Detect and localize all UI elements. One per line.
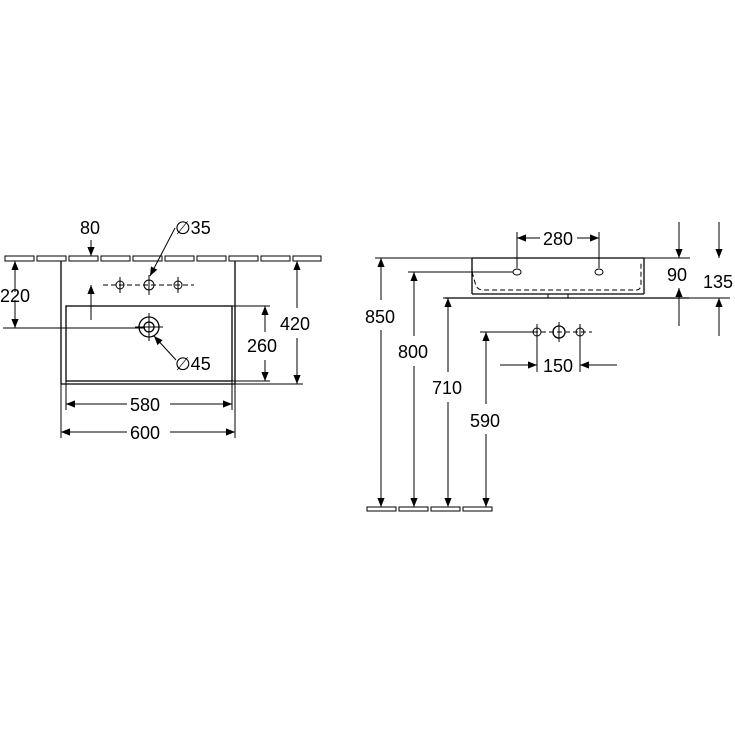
top-view: 80 ∅35 220 420 260 — [0, 218, 322, 443]
dim-850-label: 850 — [365, 307, 395, 327]
dim-710-label: 710 — [432, 378, 462, 398]
dim-420: 420 — [235, 261, 310, 385]
dim-90-label: 90 — [667, 265, 687, 285]
dim-90: 90 — [644, 222, 690, 326]
dim-dia45-label: ∅45 — [175, 354, 211, 374]
basin-top-outline — [60, 261, 236, 385]
tap-hole-icons — [103, 275, 194, 295]
dim-260: 260 — [232, 305, 277, 382]
dim-dia35-label: ∅35 — [175, 218, 211, 238]
wall-outline — [4, 255, 322, 262]
dim-220: 220 — [0, 261, 145, 329]
dim-80: 80 — [80, 218, 100, 320]
dim-590-label: 590 — [470, 411, 500, 431]
dim-dia45: ∅45 — [153, 335, 211, 374]
dim-580-label: 580 — [130, 395, 160, 415]
side-tap-hole-icons — [512, 268, 604, 276]
dim-280-label: 280 — [543, 229, 573, 249]
dim-135: 135 — [689, 222, 733, 336]
dim-590: 590 — [470, 331, 533, 507]
drain-icon — [135, 313, 163, 341]
dim-600: 600 — [60, 384, 236, 443]
side-view: 280 90 135 850 800 — [365, 222, 733, 512]
dim-150-label: 150 — [543, 356, 573, 376]
dim-260-label: 260 — [247, 336, 277, 356]
dim-800: 800 — [398, 271, 513, 507]
dim-420-label: 420 — [280, 314, 310, 334]
dim-710: 710 — [432, 297, 548, 507]
dim-80-label: 80 — [80, 218, 100, 238]
dim-135-label: 135 — [703, 272, 733, 292]
floor-outline — [366, 506, 493, 512]
dim-600-label: 600 — [130, 423, 160, 443]
wall-connection-icons — [525, 322, 592, 342]
basin-side-outline — [445, 257, 689, 299]
dim-850: 850 — [365, 257, 472, 507]
dim-220-label: 220 — [0, 286, 30, 306]
dim-dia35: ∅35 — [149, 218, 211, 277]
dim-280: 280 — [516, 229, 600, 268]
dim-580: 580 — [65, 381, 233, 415]
dim-800-label: 800 — [398, 342, 428, 362]
dim-150: 150 — [500, 340, 617, 376]
